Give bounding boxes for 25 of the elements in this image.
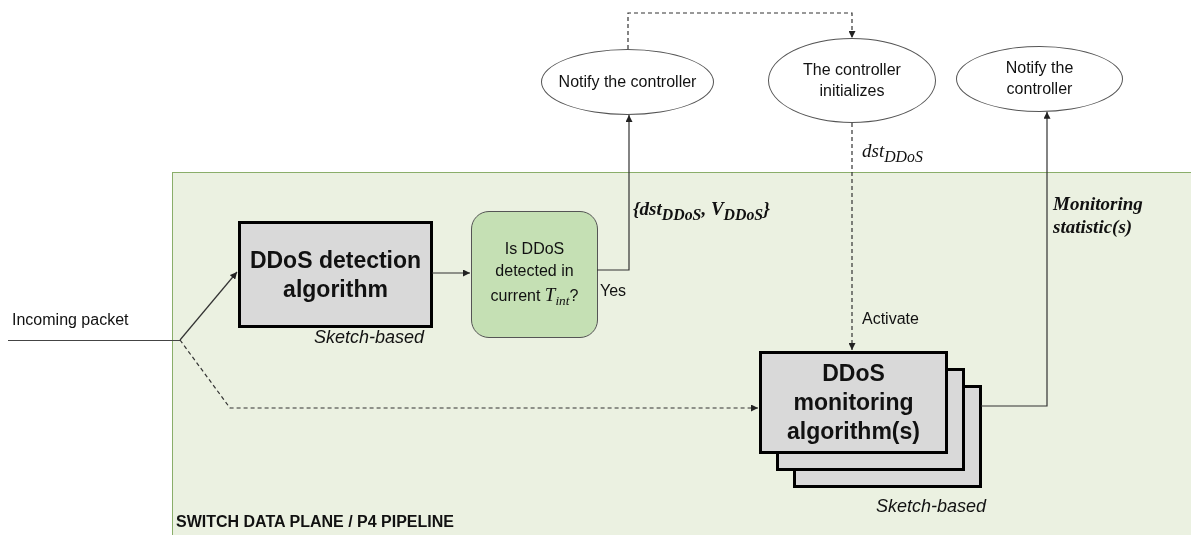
math-label: {dst$_{DDoS}$, V$_{DDoS}$} [633, 198, 770, 225]
node-text: Notify the controller [1004, 58, 1075, 99]
decision-box [471, 211, 598, 338]
node-text: Notify the controller [557, 71, 698, 92]
arrow [848, 122, 856, 351]
caption-text: Sketch-based [313, 327, 424, 348]
pipeline-panel [172, 172, 1191, 535]
node-text: DDoS detection algorithm [248, 245, 423, 304]
arrow [627, 12, 856, 50]
edge-label: Activate [862, 309, 919, 329]
caption-text: Sketch-based [875, 496, 986, 517]
input-line [8, 311, 180, 341]
node-text: DDoS monitoring algorithm(s) [786, 359, 921, 446]
arrow [179, 339, 759, 412]
node-text: Incoming packet [12, 311, 129, 329]
edge-label: Monitoring statistic(s) [1053, 193, 1144, 239]
arrow [596, 114, 633, 271]
math-label: dst$_{DDoS}$ [862, 140, 923, 167]
arrow [431, 269, 471, 277]
node-text: Is DDoS detected in current T$_{int}$? [489, 238, 580, 311]
panel-title: SWITCH DATA PLANE / P4 PIPELINE [176, 513, 454, 531]
arrow [980, 111, 1051, 407]
edge-label: Yes [600, 281, 627, 301]
arrow [179, 271, 238, 341]
node-text: The controller initializes [802, 59, 902, 101]
